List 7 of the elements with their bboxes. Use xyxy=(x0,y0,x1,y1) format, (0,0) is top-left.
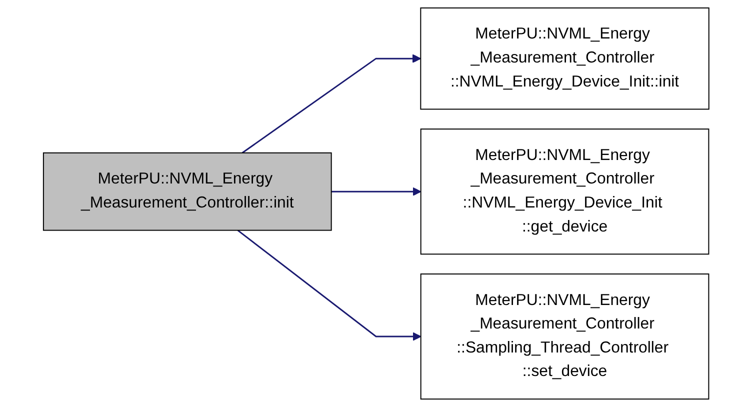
node-box: MeterPU::NVML_Energy _Measurement_Controller::init xyxy=(43,152,332,231)
node-box: MeterPU::NVML_Energy _Measurement_Controller ::Sampling_Thread_Controller ::set_device xyxy=(420,273,710,400)
arrow xyxy=(238,230,422,341)
node-box: MeterPU::NVML_Energy _Measurement_Controller ::NVML_Energy_Device_Init::init xyxy=(420,7,710,110)
arrow xyxy=(332,187,422,196)
arrow xyxy=(242,54,422,154)
node-box: MeterPU::NVML_Energy _Measurement_Controller ::NVML_Energy_Device_Init ::get_device xyxy=(420,128,710,255)
